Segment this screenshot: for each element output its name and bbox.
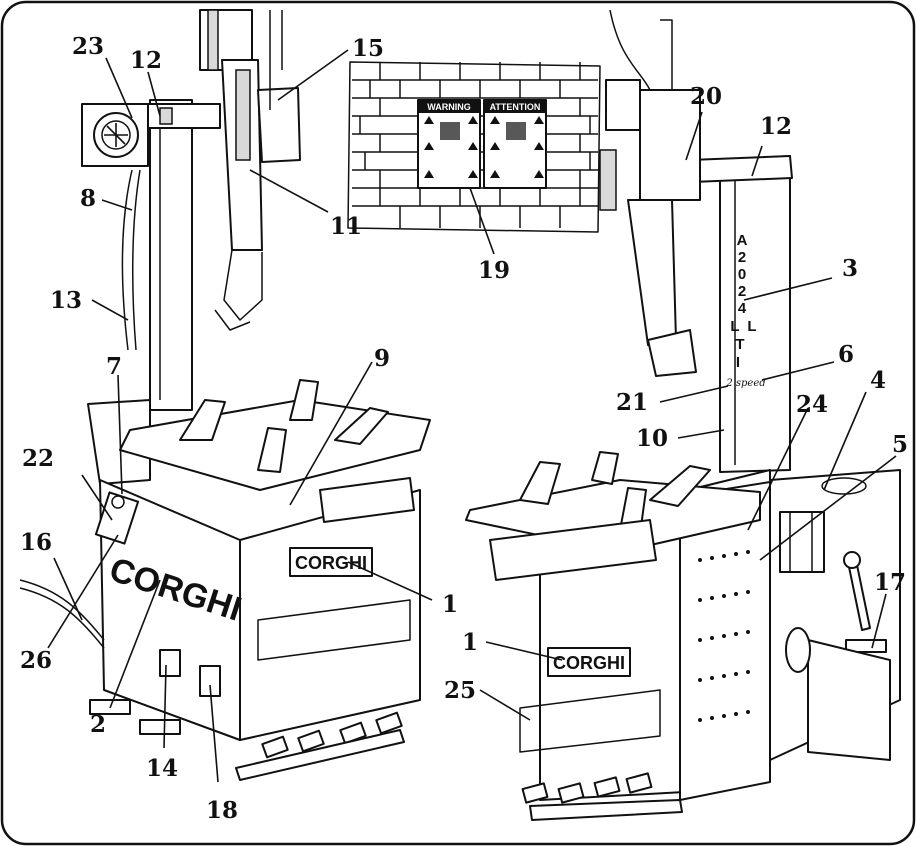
callout-1-left: 1 — [442, 591, 458, 618]
callout-5: 5 — [892, 431, 908, 458]
right-brand-plate-text: CORGHI — [553, 653, 625, 673]
callout-12-left: 12 — [130, 47, 162, 74]
callout-21: 21 — [616, 389, 648, 416]
callout-18: 18 — [206, 797, 238, 824]
callout-13: 13 — [50, 287, 82, 314]
callout-19: 19 — [478, 257, 510, 284]
speed-label: 2 speed — [725, 378, 765, 389]
callout-22: 22 — [22, 445, 54, 472]
brick-wall: WARNING ATTENTION — [347, 61, 601, 233]
callout-9: 9 — [374, 345, 390, 372]
left-tyre-changer: CORGHI CORGHI — [19, 9, 431, 781]
model-letter: 2 — [738, 249, 746, 266]
callout-11: 11 — [330, 213, 362, 240]
callout-1-right: 1 — [462, 629, 478, 656]
model-letter: 4 — [738, 300, 747, 317]
callout-6: 6 — [838, 341, 854, 368]
callout-3: 3 — [842, 255, 858, 282]
callout-labels: 23 12 15 8 11 13 7 9 22 16 26 2 14 18 1 … — [20, 33, 908, 824]
model-letter: 2 — [738, 283, 746, 300]
attention-sign-title: ATTENTION — [490, 102, 541, 112]
callout-4: 4 — [870, 367, 886, 394]
warning-sign-title: WARNING — [427, 102, 471, 112]
callout-25: 25 — [444, 677, 476, 704]
model-letter: 0 — [738, 266, 746, 283]
model-letter: A — [737, 232, 748, 249]
model-letter: L — [747, 318, 756, 335]
model-letter: I — [736, 354, 740, 371]
callout-24: 24 — [796, 391, 828, 418]
model-letter: T — [735, 336, 744, 353]
callout-10: 10 — [636, 425, 668, 452]
callout-14: 14 — [146, 755, 178, 782]
right-brand-plate — [547, 647, 631, 677]
right-tyre-changer: A 2 0 2 4 L L T I 2 speed — [465, 9, 901, 821]
callout-26: 26 — [20, 647, 52, 674]
callout-12-right: 12 — [760, 113, 792, 140]
model-lettering: A 2 0 2 4 L L T I 2 speed — [725, 232, 765, 389]
callout-16: 16 — [20, 529, 52, 556]
left-brand-plate-text: CORGHI — [295, 553, 367, 573]
leader-lines — [47, 49, 897, 783]
callout-15: 15 — [352, 35, 384, 62]
left-brand-plate — [289, 547, 373, 577]
callout-2: 2 — [90, 711, 106, 738]
callout-8: 8 — [80, 185, 96, 212]
callout-17: 17 — [874, 569, 906, 596]
callout-20: 20 — [690, 83, 722, 110]
callout-23: 23 — [72, 33, 104, 60]
model-letter: L — [730, 318, 739, 335]
callout-7: 7 — [106, 353, 122, 380]
